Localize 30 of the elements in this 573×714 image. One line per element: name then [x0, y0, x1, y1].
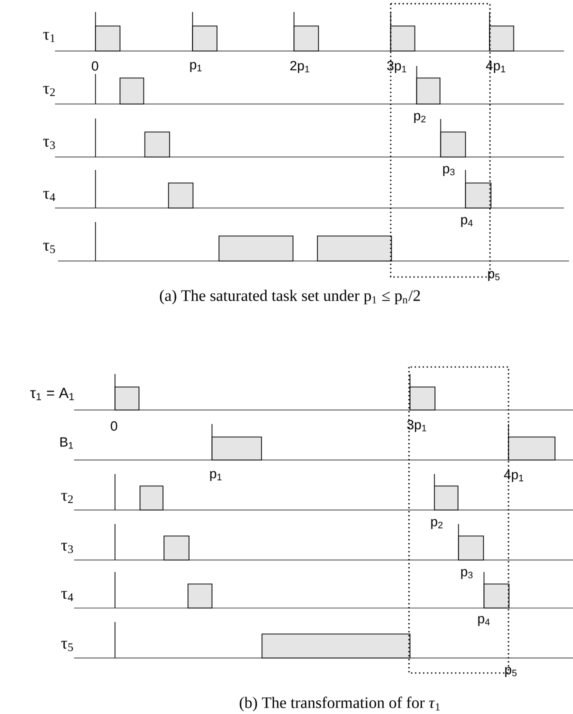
tick-label: 4p$_{1}$: [486, 61, 506, 73]
time-label: p$_{3}$: [461, 569, 473, 579]
row-label: τ$_{2}$: [43, 86, 55, 96]
tick-label: 0: [92, 61, 98, 71]
row-label: τ$_{2}$: [61, 492, 73, 504]
time-label: p$_{3}$: [443, 166, 455, 176]
time-label: p$_{2}$: [431, 519, 442, 529]
row-label: τ$_{3}$: [61, 542, 73, 554]
time-label: p$_{5}$: [488, 271, 500, 281]
caption: (b) The transformation of for τ$_{1}$: [240, 696, 440, 712]
time-label: p$_{5}$: [505, 667, 517, 677]
row-label: τ$_{5}$: [43, 242, 55, 254]
tick-label: 0: [110, 421, 118, 431]
row-label: τ$_{3}$: [43, 138, 55, 150]
caption: (a) The saturated task set under p$_{1}$ ≤ p$_{n}$/2: [160, 290, 420, 304]
row-label: τ$_{4}$: [43, 190, 56, 202]
time-label: p$_{2}$: [414, 113, 426, 123]
time-label: p$_{4}$: [478, 616, 490, 626]
tick-label: 3p$_{1}$: [407, 420, 426, 432]
row-label: τ$_{4}$: [61, 590, 74, 602]
tick-label: p$_{1}$: [190, 62, 202, 72]
tick-label: 3p$_{1}$: [387, 60, 406, 74]
row-label: τ$_{1}$: [43, 32, 55, 42]
row-label: B$_{1}$: [60, 437, 73, 449]
tick-label: p$_{1}$: [210, 471, 222, 481]
row-label: τ$_{5}$: [61, 640, 73, 652]
row-label: τ$_{1}$ = A$_{1}$: [30, 388, 74, 400]
time-label: p$_{4}$: [461, 217, 473, 227]
tick-label: 2p$_{1}$: [290, 60, 310, 74]
tick-label: 4p$_{1}$: [504, 470, 524, 482]
